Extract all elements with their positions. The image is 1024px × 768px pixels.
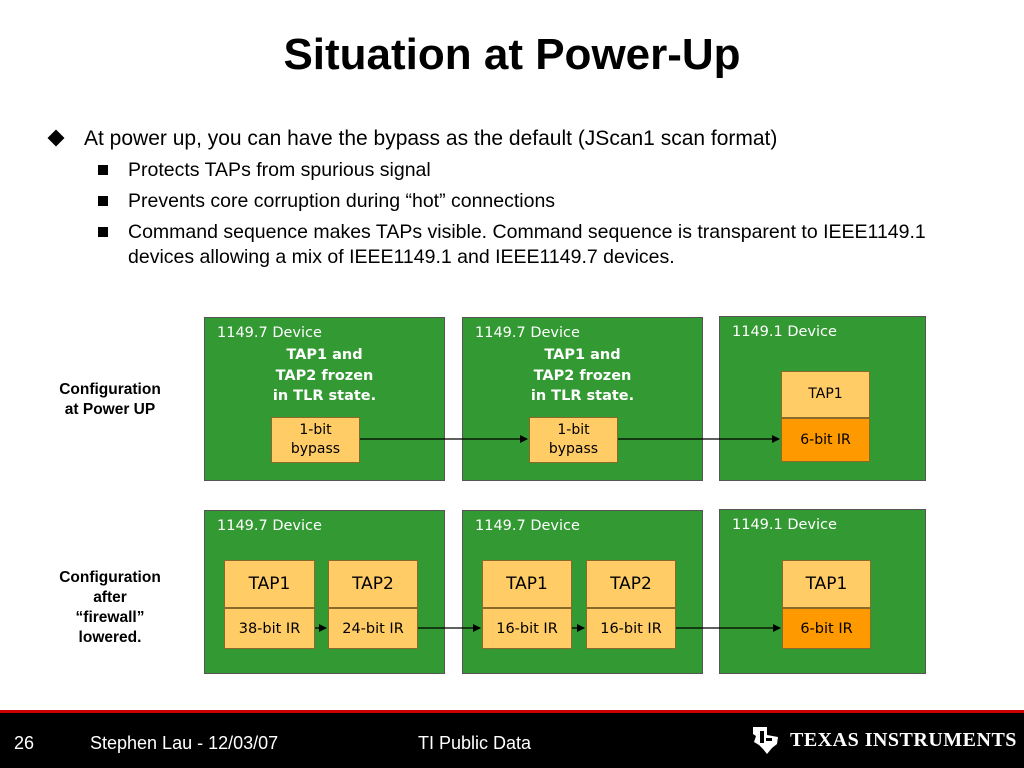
device-note: TAP1 and TAP2 frozen in TLR state. [463, 345, 702, 407]
tap2-block: TAP2 [586, 560, 676, 608]
ir-register: 16-bit IR [586, 608, 676, 649]
device-name: 1149.7 Device [217, 518, 322, 534]
bypass-line: 1-bit [299, 422, 332, 438]
device-name: 1149.7 Device [475, 325, 580, 341]
bypass-line: 1-bit [557, 422, 590, 438]
bypass-register-1: 1-bit bypass [271, 417, 360, 463]
bullet-sub-text: Protects TAPs from spurious signal [128, 159, 431, 181]
row-label-line: Configuration [59, 569, 161, 586]
device-note-line: TAP2 frozen [533, 367, 632, 384]
tap1-block: TAP1 [224, 560, 315, 608]
texas-state-icon [753, 727, 778, 754]
bullet-sub-2: Prevents core corruption during “hot” co… [48, 189, 988, 214]
bullet-main-text: At power up, you can have the bypass as … [84, 127, 778, 150]
tap1-block-top: TAP1 [781, 371, 870, 418]
footer-divider [0, 710, 1024, 713]
bullet-list: At power up, you can have the bypass as … [47, 126, 988, 270]
device-note: TAP1 and TAP2 frozen in TLR state. [205, 345, 444, 407]
bullet-sub-text: Command sequence makes TAPs visible. Com… [128, 221, 926, 268]
device-note-line: TAP1 and [286, 347, 363, 363]
row-label-line: at Power UP [64, 401, 156, 418]
bullet-sub-text: Prevents core corruption during “hot” co… [128, 190, 556, 212]
footer-classification: TI Public Data [418, 733, 532, 753]
row-label-power-up: Configuration at Power UP [40, 380, 180, 420]
ir-register: 38-bit IR [224, 608, 315, 649]
tap2-block: TAP2 [328, 560, 418, 608]
row-label-line: lowered. [78, 629, 142, 646]
ir-register-top: 6-bit IR [781, 418, 870, 462]
device-name: 1149.7 Device [475, 518, 580, 534]
logo-word-instruments: Instruments [864, 728, 1017, 751]
tap1-block: TAP1 [482, 560, 572, 608]
ti-logo: Texas Instruments [750, 725, 1017, 755]
device-name: 1149.1 Device [732, 324, 837, 340]
row-label-firewall-lowered: Configuration after “firewall” lowered. [40, 568, 180, 648]
bypass-line: bypass [290, 441, 341, 457]
square-bullet-icon [98, 227, 108, 237]
footer-author: Stephen Lau - 12/03/07 [90, 733, 279, 753]
diamond-bullet-icon [47, 129, 65, 147]
bullet-main: At power up, you can have the bypass as … [47, 126, 988, 152]
device-note-line: TAP1 and [544, 347, 621, 363]
ti-logo-text: Texas Instruments [790, 729, 1017, 752]
device-note-line: in TLR state. [272, 388, 377, 404]
bullet-sub-1: Protects TAPs from spurious signal [48, 158, 988, 183]
row-label-line: after [93, 589, 127, 606]
square-bullet-icon [98, 196, 108, 206]
row-label-line: Configuration [59, 381, 161, 398]
bypass-register-2: 1-bit bypass [529, 417, 618, 463]
device-note-line: TAP2 frozen [275, 367, 374, 384]
bypass-line: bypass [548, 441, 599, 457]
page-number: 26 [14, 733, 35, 753]
bullet-sub-3: Command sequence makes TAPs visible. Com… [48, 220, 988, 270]
device-name: 1149.1 Device [732, 517, 837, 533]
device-name: 1149.7 Device [217, 325, 322, 341]
footer: 26 Stephen Lau - 12/03/07 TI Public Data… [0, 713, 1024, 768]
slide-title: Situation at Power-Up [283, 30, 741, 79]
square-bullet-icon [98, 165, 108, 175]
ir-register: 24-bit IR [328, 608, 418, 649]
device-note-line: in TLR state. [530, 388, 635, 404]
ir-register: 16-bit IR [482, 608, 572, 649]
tap1-block: TAP1 [782, 560, 871, 608]
row-label-line: “firewall” [75, 609, 145, 626]
logo-word-texas: Texas [790, 728, 860, 751]
ir-register: 6-bit IR [782, 608, 871, 649]
